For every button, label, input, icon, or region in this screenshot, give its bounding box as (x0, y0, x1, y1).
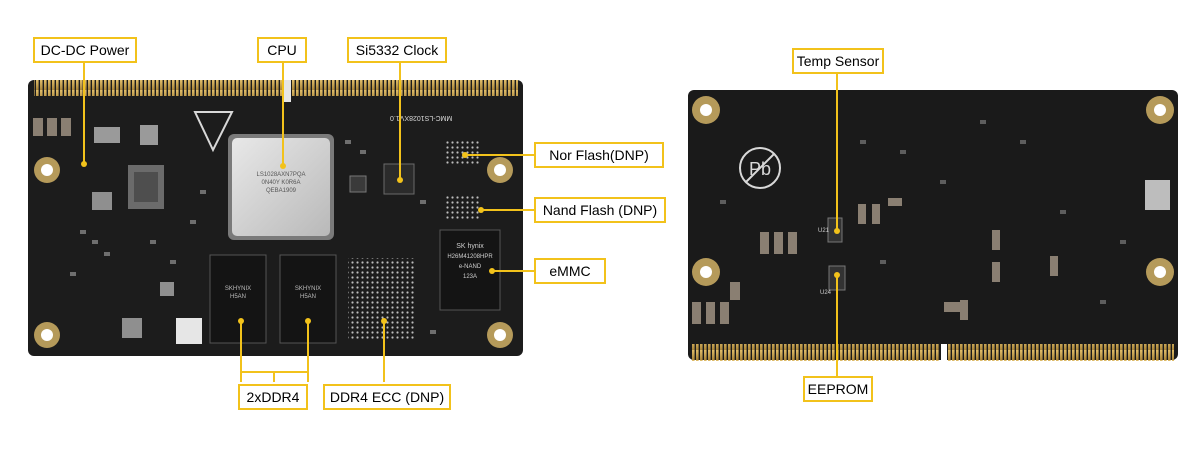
back-passives (720, 120, 1126, 304)
front-mounting-holes (34, 157, 513, 348)
board-name-silkscreen: MMC-LS1028XV1.0 (390, 114, 452, 121)
label-dcdc-power: DC-DC Power (33, 37, 137, 63)
leader-lines (83, 62, 838, 382)
cpu-chip: LS1028AXN7PQA 0N40Y K0R6A QEBA1909 (228, 134, 334, 240)
back-mounting-holes (692, 96, 1174, 286)
back-label-pad (1145, 180, 1170, 210)
emmc-marking-3: e-NAND (459, 264, 482, 270)
dcdc-components (33, 118, 202, 344)
passive-components (70, 140, 436, 334)
cpu-marking-3: QEBA1909 (266, 188, 297, 194)
emmc-marking-2: H26M41208HPR (447, 254, 493, 260)
u21-silkscreen: U21 (818, 228, 830, 234)
cpu-marking-1: LS1028AXN7PQA (256, 172, 305, 178)
label-2xddr4: 2xDDR4 (238, 384, 308, 410)
ddr4-left-marking-1: SKHYNIX (225, 286, 251, 292)
u24-silkscreen: U24 (820, 290, 832, 296)
emmc-marking-1: SK hynix (456, 243, 484, 250)
label-nor-flash: Nor Flash(DNP) (534, 142, 664, 168)
label-emmc: eMMC (534, 258, 606, 284)
back-board: Pb U21 U24 (688, 90, 1178, 361)
ddr4-ecc-footprint (348, 258, 416, 340)
leader-dots (81, 152, 840, 324)
back-capacitors (692, 198, 1058, 324)
cpu-marking-2: 0N40Y K0R6A (262, 180, 301, 186)
label-eeprom: EEPROM (803, 376, 873, 402)
ddr4-right-marking-1: SKHYNIX (295, 286, 321, 292)
nand-flash-footprint (445, 196, 481, 220)
ddr4-left-marking-2: H5AN (230, 294, 246, 300)
front-board: LS1028AXN7PQA 0N40Y K0R6A QEBA1909 MMC-L… (28, 80, 523, 356)
label-nand-flash: Nand Flash (DNP) (534, 197, 666, 223)
pb-free-icon: Pb (739, 147, 781, 189)
ddr4-chip-left: SKHYNIX H5AN (209, 254, 267, 344)
label-ddr4-ecc: DDR4 ECC (DNP) (323, 384, 451, 410)
label-cpu: CPU (257, 37, 307, 63)
emmc-marking-4: 123A (463, 274, 477, 280)
label-si5332-clock: Si5332 Clock (347, 37, 447, 63)
label-temp-sensor: Temp Sensor (792, 48, 884, 74)
nor-flash-footprint (445, 140, 481, 164)
logo-icon (193, 111, 234, 153)
ddr4-right-marking-2: H5AN (300, 294, 316, 300)
